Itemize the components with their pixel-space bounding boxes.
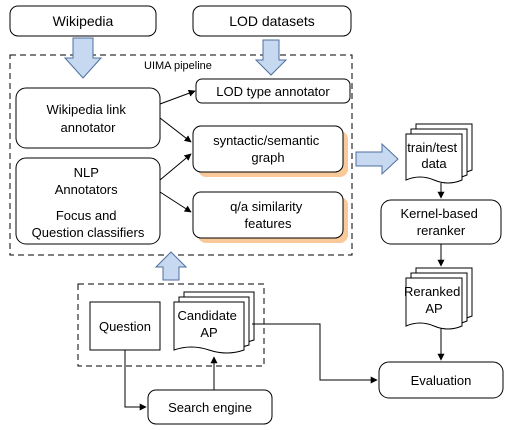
wikipedia-label: Wikipedia [53, 13, 114, 29]
svg-text:Candidate AP: Candidate AP [178, 308, 241, 340]
nlp-line-5: Question classifiers [32, 225, 145, 240]
reranked-line-2: AP [425, 301, 442, 316]
similarity-line-2: features [245, 216, 292, 231]
nlp-annotators-box: NLP Annotators Focus and Question classi… [15, 157, 161, 245]
nlp-line-4: Focus and [56, 208, 117, 223]
search-engine-label: Search engine [168, 400, 252, 415]
svg-text:Kernel-based reranker: Kernel-based reranker [401, 206, 482, 238]
uima-pipeline-label: UIMA pipeline [144, 60, 212, 72]
arrow-wla-to-lod [159, 89, 196, 105]
wla-line-2: annotator [61, 120, 117, 135]
svg-text:train/test data: train/test data [407, 140, 460, 171]
arrow-nlp-to-similarity [159, 191, 192, 213]
block-arrow-up [154, 251, 188, 281]
arrow-wla-to-graph [159, 117, 192, 143]
reranker-line-2: reranker [417, 223, 466, 238]
candidate-line-2: AP [200, 325, 217, 340]
svg-text:Wikipedia link annotator: Wikipedia link annotator [46, 102, 129, 135]
wla-line-1: Wikipedia link [46, 102, 126, 117]
arrow-candidate-to-evaluation [252, 323, 378, 384]
candidate-line-1: Candidate [178, 308, 237, 323]
search-engine-box: Search engine [147, 389, 273, 425]
graph-line-1: syntactic/semantic [213, 133, 320, 148]
reranked-ap-doc: Reranked AP [404, 267, 473, 330]
evaluation-label: Evaluation [411, 373, 472, 388]
lod-datasets-box: LOD datasets [192, 5, 352, 37]
block-arrow-right [355, 142, 399, 176]
svg-text:Reranked AP: Reranked AP [404, 284, 464, 316]
train-test-line-2: data [421, 156, 447, 171]
similarity-line-1: q/a similarity [230, 199, 303, 214]
evaluation-box: Evaluation [378, 361, 504, 399]
candidate-ap-doc: Candidate AP [173, 291, 255, 354]
block-arrow-lod [254, 39, 288, 76]
lod-datasets-label: LOD datasets [229, 13, 315, 29]
train-test-line-1: train/test [407, 140, 457, 155]
arrow-nlp-to-graph [159, 153, 192, 181]
lod-type-annotator-box: LOD type annotator [195, 78, 351, 104]
block-arrow-wikipedia [63, 37, 103, 79]
similarity-features-box: q/a similarity features [192, 191, 348, 243]
graph-line-2: graph [251, 150, 284, 165]
nlp-line-2: Annotators [55, 182, 118, 197]
svg-text:NLP Annotators Foc: NLP Annotators Focus and Question classi… [32, 165, 145, 240]
nlp-line-1: NLP [74, 165, 99, 180]
uima-pipeline-frame [9, 54, 353, 256]
svg-text:q/a similarity features: q/a similarity features [230, 199, 306, 231]
graph-box: syntactic/semantic graph [192, 125, 348, 177]
reranked-line-1: Reranked [404, 284, 460, 299]
lod-type-annotator-label: LOD type annotator [216, 84, 330, 99]
wikipedia-link-annotator-box: Wikipedia link annotator [15, 87, 161, 149]
reranker-line-1: Kernel-based [401, 206, 478, 221]
kernel-reranker-box: Kernel-based reranker [380, 199, 502, 245]
question-box: Question [89, 301, 161, 351]
retrieval-frame [77, 283, 265, 367]
wikipedia-box: Wikipedia [9, 5, 157, 37]
arrow-question-to-search [124, 350, 147, 411]
svg-text:syntactic/semantic graph: syntactic/semantic graph [213, 133, 323, 165]
train-test-data-doc: train/test data [405, 123, 473, 184]
question-label: Question [99, 319, 151, 334]
